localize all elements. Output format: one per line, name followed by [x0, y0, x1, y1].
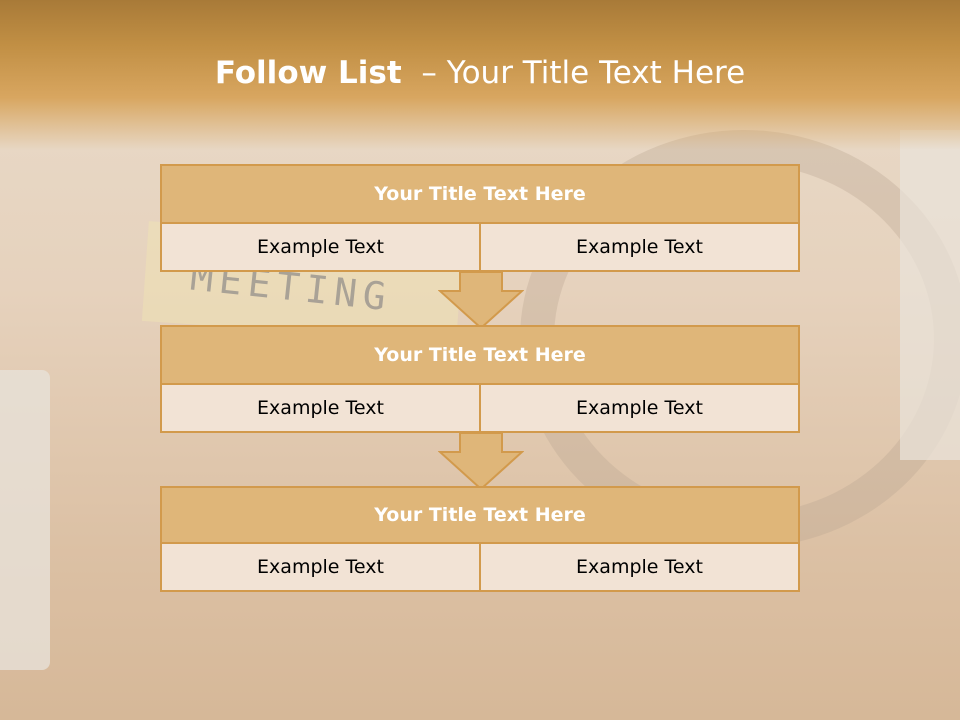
block-cell-right: Example Text	[576, 556, 703, 578]
block-cell-left: Example Text	[162, 224, 481, 270]
down-arrow-icon	[438, 271, 524, 329]
book-shape	[900, 130, 960, 460]
slide-title: Follow List – Your Title Text Here	[0, 55, 960, 91]
block-title: Your Title Text Here	[162, 166, 798, 224]
list-block-2: Your Title Text Here Example Text Exampl…	[160, 325, 800, 433]
block-title: Your Title Text Here	[162, 488, 798, 544]
list-block-1: Your Title Text Here Example Text Exampl…	[160, 164, 800, 272]
down-arrow-icon	[438, 432, 524, 490]
block-title: Your Title Text Here	[162, 327, 798, 385]
slide-title-bold: Follow List	[214, 55, 402, 91]
block-cell-right: Example Text	[576, 236, 703, 258]
list-block-3: Your Title Text Here Example Text Exampl…	[160, 486, 800, 592]
block-cell-right: Example Text	[576, 397, 703, 419]
header-band	[0, 0, 960, 150]
keyboard-shape	[0, 370, 50, 670]
block-cell-left: Example Text	[162, 385, 481, 431]
slide-title-rest: – Your Title Text Here	[401, 55, 746, 91]
block-cell-left: Example Text	[162, 544, 481, 590]
